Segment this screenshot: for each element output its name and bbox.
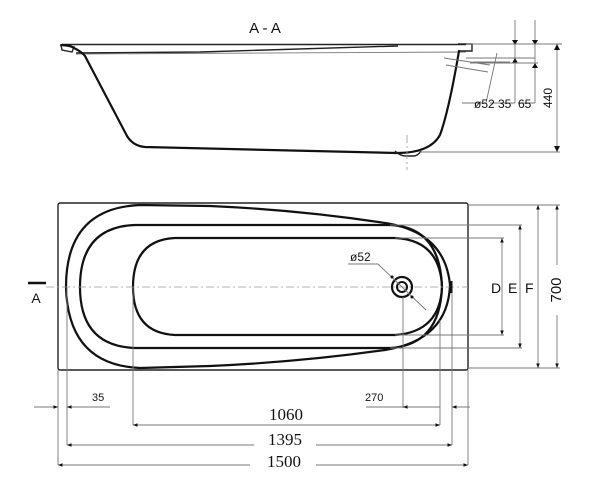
dim-f-label: F <box>525 280 534 296</box>
section-title: A - A <box>249 20 281 37</box>
depth-label: 440 <box>541 88 555 108</box>
drain-section <box>394 135 560 170</box>
total-width-label: 700 <box>548 277 565 302</box>
overflow-offset-65-label: 65 <box>518 97 532 111</box>
tub-rim <box>59 43 473 55</box>
basin-inner <box>131 236 444 337</box>
drain-offset-label: 270 <box>365 392 383 404</box>
section-marker-label: A <box>31 290 41 306</box>
interior-length-label: 1395 <box>268 430 302 449</box>
overflow-fitting: ø52 <box>348 250 427 311</box>
overflow-section <box>443 57 535 73</box>
rim-middle <box>78 223 444 350</box>
overflow-diameter-label: ø52 <box>474 97 495 111</box>
tub-profile <box>60 43 461 155</box>
section-dimensions: ø52 35 65 440 <box>462 20 562 152</box>
width-dimensions: D E F 700 <box>390 204 565 369</box>
overflow-diameter-label: ø52 <box>350 250 371 264</box>
length-dimensions: 35 270 1060 1395 1500 <box>34 287 470 471</box>
dim-e-label: E <box>508 280 517 296</box>
rim-offset-label: 35 <box>92 392 104 404</box>
inner-length-label: 1060 <box>269 405 303 424</box>
total-length-label: 1500 <box>267 452 301 471</box>
plan-view: A ø52 D E F 700 <box>28 202 565 471</box>
dim-d-label: D <box>491 280 501 296</box>
section-view: A - A <box>59 20 562 170</box>
tub-outline <box>57 202 469 371</box>
overflow-offset-35-label: 35 <box>498 97 512 111</box>
